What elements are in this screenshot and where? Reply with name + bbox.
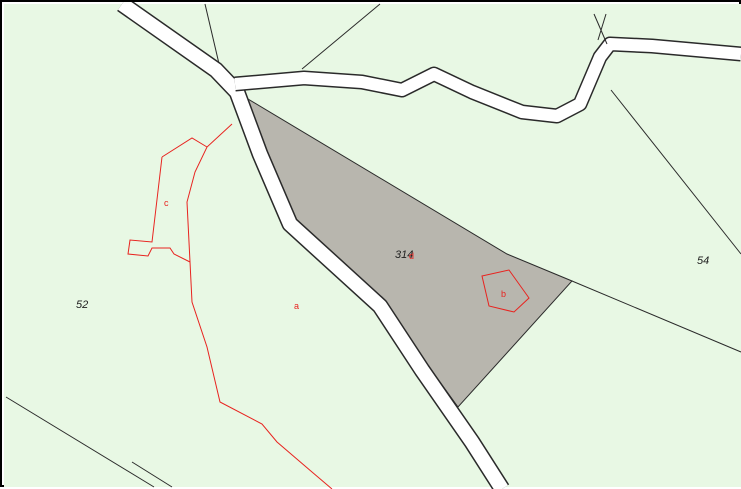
road-diagonal xyxy=(117,2,510,489)
parcel-label-52: 52 xyxy=(76,299,88,311)
road-top xyxy=(234,13,741,124)
subparcel-labels: a b c d xyxy=(164,198,506,311)
subparcel-label-c: c xyxy=(164,198,169,208)
boundary-line xyxy=(571,280,741,353)
parcel-labels: 314 54 52 xyxy=(76,249,709,311)
boundary-line xyxy=(301,3,381,70)
parcel-boundaries xyxy=(5,3,741,488)
boundary-line xyxy=(5,396,155,488)
subparcel-label-b: b xyxy=(501,289,506,299)
parcel-label-54: 54 xyxy=(697,255,709,267)
subparcel-boundaries xyxy=(127,123,530,489)
subparcel-b-boundary xyxy=(481,269,530,313)
boundary-line xyxy=(131,461,173,488)
subparcel-a-boundary xyxy=(186,123,333,489)
boundary-line xyxy=(204,3,221,69)
subparcel-c-boundary xyxy=(127,137,208,263)
parcel-label-314: 314 xyxy=(395,249,413,261)
subparcel-label-d: d xyxy=(409,251,414,261)
boundary-line xyxy=(610,89,741,255)
subparcel-label-a: a xyxy=(294,301,299,311)
boundary-line xyxy=(597,13,607,41)
